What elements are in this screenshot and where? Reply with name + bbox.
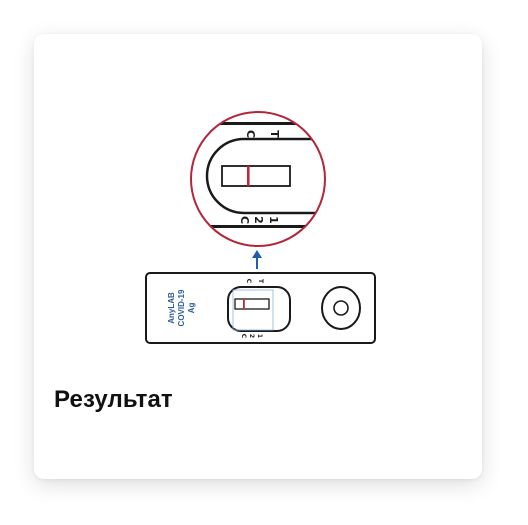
- small-marker-2: 2: [248, 334, 255, 338]
- small-marker-t: T: [257, 279, 264, 284]
- marker-t: T: [268, 130, 281, 138]
- small-marker-c-bottom: C: [240, 334, 247, 339]
- marker-1: 1: [267, 216, 280, 224]
- zoom-area-marker: [232, 289, 274, 331]
- magnified-view: C T C 2 1: [190, 111, 326, 247]
- result-title: Результат: [54, 386, 173, 413]
- cassette-test-strip: [234, 298, 270, 310]
- control-line: [247, 166, 250, 186]
- small-marker-1: 1: [256, 334, 263, 338]
- zoom-bottom-bar: [191, 225, 325, 228]
- sample-well-icon: [321, 286, 361, 330]
- small-marker-c: C: [245, 279, 252, 284]
- zoom-top-bar: [191, 122, 325, 125]
- zoom-test-strip: [221, 165, 291, 187]
- brand-line-3: Ag: [187, 303, 196, 314]
- test-cassette: AnyLAB COVID-19 Ag C T C 2 1: [145, 272, 376, 344]
- brand-line-1: AnyLAB: [167, 292, 176, 324]
- brand-label: AnyLAB COVID-19 Ag: [167, 289, 196, 326]
- marker-c: C: [244, 130, 257, 138]
- zoom-window: [205, 137, 325, 215]
- marker-c-bottom: C: [238, 216, 251, 224]
- magnifier-ring: [190, 111, 326, 247]
- arrow-up-icon: [252, 250, 262, 269]
- test-illustration: C T C 2 1 AnyLAB COVID-19 Ag: [145, 111, 376, 344]
- marker-2: 2: [252, 216, 265, 224]
- cassette-control-line: [243, 299, 245, 309]
- brand-line-2: COVID-19: [177, 289, 186, 326]
- result-card: C T C 2 1 AnyLAB COVID-19 Ag: [34, 34, 482, 479]
